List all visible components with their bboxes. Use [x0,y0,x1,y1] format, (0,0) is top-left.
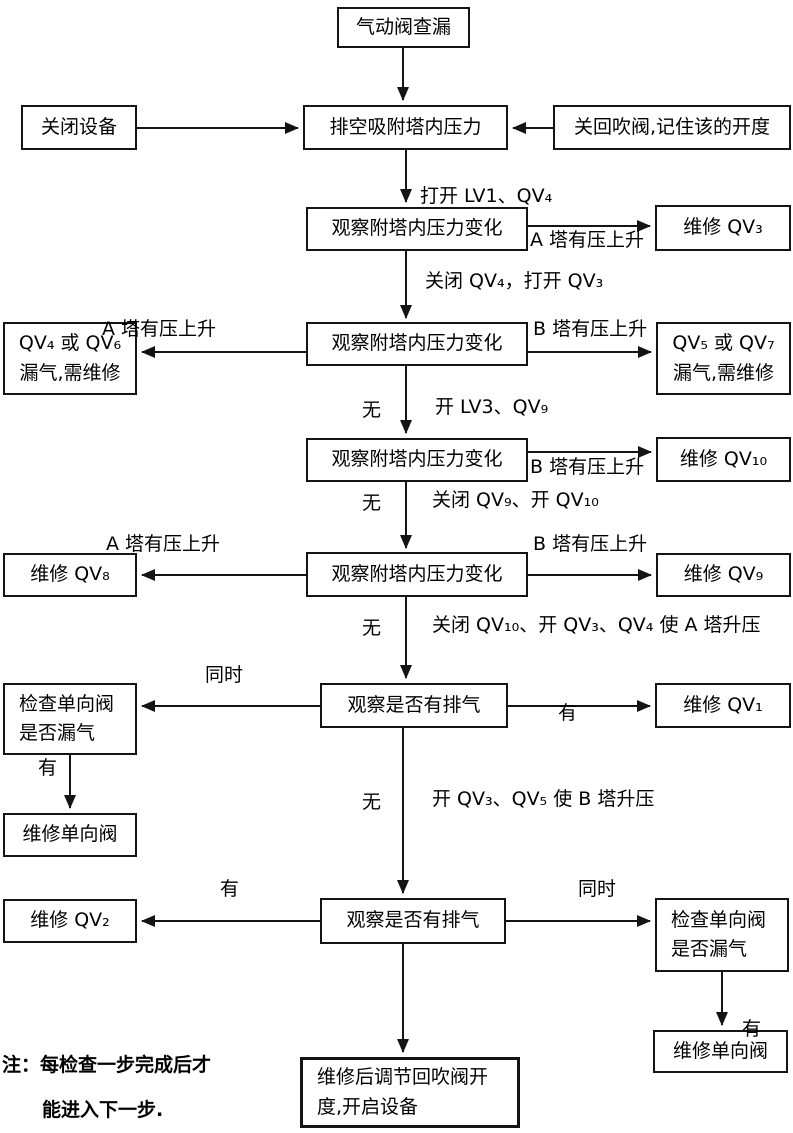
edge-label-b-rise-1: B 塔有压上升 [533,318,648,340]
flow-node-close-blowback: 关回吹阀,记住该的开度 [553,105,791,150]
edge-label-simultaneous-1: 同时 [205,664,244,686]
edge-label-open-qv3-qv5: 开 QV₃、QV₅ 使 B 塔升压 [432,788,655,810]
flow-node-observe-pressure-4: 观察附塔内压力变化 [306,552,528,597]
edge-label-close-qv9-open-qv10: 关闭 QV₉、开 QV₁₀ [432,489,599,511]
edge-label-none-1: 无 [362,399,382,421]
flow-node-qv5-qv7-leak: QV₅ 或 QV₇ 漏气,需维修 [656,322,791,395]
edge-label-close-qv4-open-qv3: 关闭 QV₄，打开 QV₃ [425,270,604,292]
edge-label-has-1: 有 [558,702,578,724]
flow-node-observe-exhaust-2: 观察是否有排气 [320,898,506,944]
flow-node-close-equipment: 关闭设备 [21,105,137,150]
edge-label-has-2: 有 [38,757,58,779]
flow-node-check-valve-right: 检查单向阀 是否漏气 [655,898,789,972]
note-line-2: 能进入下一步. [42,1099,164,1121]
flow-node-repair-check-valve-right: 维修单向阀 [653,1030,788,1073]
flow-node-repair-qv1: 维修 QV₁ [655,683,791,728]
flow-node-repair-qv3: 维修 QV₃ [655,205,791,251]
edge-label-b-rise-2: B 塔有压上升 [530,456,645,478]
edge-label-a-rise-2: A 塔有压上升 [102,318,217,340]
flow-node-qv4-qv6-leak: QV₄ 或 QV₆ 漏气,需维修 [3,322,137,395]
edge-label-has-3: 有 [220,878,240,900]
flow-node-repair-check-valve-left: 维修单向阀 [3,813,137,857]
note-line-1: 注：每检查一步完成后才 [2,1054,212,1076]
edge-label-b-rise-3: B 塔有压上升 [533,533,648,555]
flow-node-vent-pressure: 排空吸附塔内压力 [303,105,508,150]
edge-label-has-4: 有 [742,1018,762,1040]
edge-label-a-rise-3: A 塔有压上升 [106,533,221,555]
flow-node-repair-qv2: 维修 QV₂ [3,899,137,943]
flow-node-final-step: 维修后调节回吹阀开 度,开启设备 [300,1057,520,1128]
edge-label-none-2b: 无 [362,492,382,514]
edge-label-open-lv3-qv9: 开 LV3、QV₉ [435,396,549,418]
flow-node-repair-qv9: 维修 QV₉ [656,553,791,597]
flow-node-observe-exhaust-1: 观察是否有排气 [320,683,508,728]
edge-label-simultaneous-2: 同时 [578,878,617,900]
flow-node-check-valve-left: 检查单向阀 是否漏气 [3,683,137,755]
flow-node-repair-qv10: 维修 QV₁₀ [656,437,791,482]
edge-label-a-rise-1: A 塔有压上升 [530,229,645,251]
edge-label-open-lv1-qv4: 打开 LV1、QV₄ [420,185,553,207]
flow-node-repair-qv8: 维修 QV₈ [3,553,137,597]
edge-label-none-4: 无 [362,791,382,813]
flow-node-observe-pressure-1: 观察附塔内压力变化 [306,207,528,251]
flow-node-observe-pressure-3: 观察附塔内压力变化 [306,438,528,482]
flow-node-observe-pressure-2: 观察附塔内压力变化 [306,322,528,366]
edge-label-none-3: 无 [362,617,382,639]
flow-node-start: 气动阀查漏 [337,7,470,48]
edge-label-close-qv10-open-qv3-qv4: 关闭 QV₁₀、开 QV₃、QV₄ 使 A 塔升压 [432,614,761,636]
